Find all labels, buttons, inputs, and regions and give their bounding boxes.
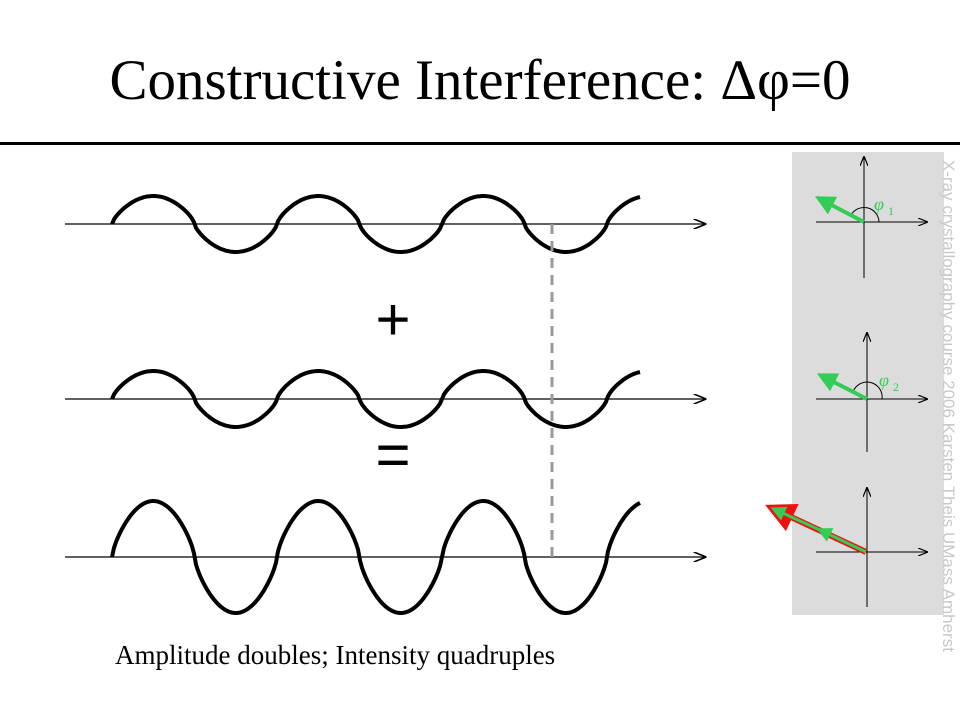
phase-label-2: φ xyxy=(879,370,889,390)
phasor-1: φ 1 xyxy=(814,157,927,278)
phase-subscript-1: 1 xyxy=(888,204,894,218)
phase-subscript-2: 2 xyxy=(893,380,899,394)
phase-label-1: φ xyxy=(874,194,884,214)
phasor-panel xyxy=(792,152,944,615)
plus-sign: + xyxy=(375,286,410,353)
slide-title: Constructive Interference: Δφ=0 xyxy=(109,49,851,112)
title-divider xyxy=(0,142,960,145)
caption: Amplitude doubles; Intensity quadruples xyxy=(115,640,556,670)
sum-wave xyxy=(110,498,641,616)
phasor-sum xyxy=(765,488,927,607)
equals-sign: = xyxy=(375,421,410,488)
phasor-2: φ 2 xyxy=(816,333,927,452)
watermark: X-ray crystallography course 2006 Karste… xyxy=(939,160,958,652)
wave-2 xyxy=(110,369,641,429)
